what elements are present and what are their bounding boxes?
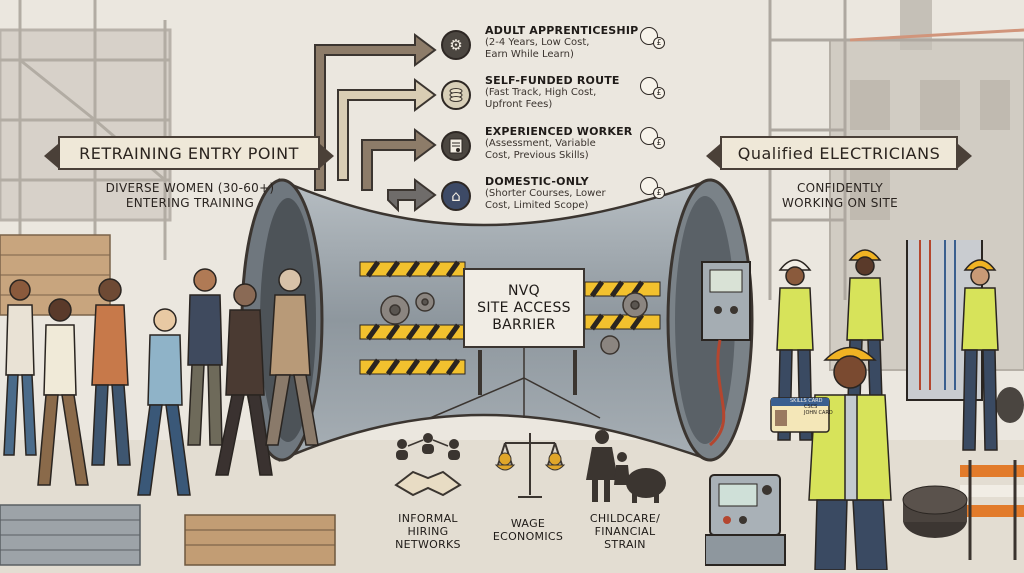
- pound-coin-icon: £: [653, 37, 665, 49]
- nvq-barrier-sign: NVQ SITE ACCESS BARRIER: [463, 268, 585, 348]
- route-description: (Shorter Courses, Lower Cost, Limited Sc…: [485, 188, 606, 211]
- barrier-connectors: [429, 348, 601, 419]
- childcare-piggybank-icon: [586, 430, 666, 503]
- electricians-group: [770, 240, 999, 570]
- test-equipment: [705, 474, 786, 566]
- women-trainees-group: [3, 268, 319, 496]
- id-card-line: SKILLS CARD: [790, 398, 823, 404]
- exit-subtitle-line: WORKING ON SITE: [782, 196, 898, 210]
- id-card-line: JOHN CARD: [804, 410, 833, 416]
- id-card: [770, 397, 830, 433]
- route-experienced-worker: EXPERIENCED WORKER (Assessment, Variable…: [485, 125, 650, 162]
- exit-subtitle: CONFIDENTLY WORKING ON SITE: [760, 181, 920, 211]
- route-title: DOMESTIC-ONLY: [485, 175, 589, 188]
- id-card-text: SKILLS CARD CSCS JOHN CARD: [790, 398, 840, 416]
- entry-subtitle-line: DIVERSE WOMEN (30-60+): [105, 181, 275, 195]
- route-title: EXPERIENCED WORKER: [485, 125, 633, 138]
- cable-reel: [902, 387, 1024, 538]
- route-description: (Fast Track, High Cost, Upfront Fees): [485, 87, 597, 110]
- entry-subtitle-line: ENTERING TRAINING: [125, 196, 255, 210]
- left-scaffolding: [0, 0, 172, 260]
- route-description: (2-4 Years, Low Cost, Earn While Learn): [485, 37, 590, 60]
- meter-panel: [701, 261, 751, 447]
- route-adult-apprenticeship: ADULT APPRENTICESHIP (2-4 Years, Low Cos…: [485, 24, 650, 61]
- sign-line: NVQ: [508, 282, 540, 299]
- coin-stack-icon: [441, 80, 471, 110]
- exit-subtitle-line: CONFIDENTLY: [796, 181, 884, 195]
- exit-banner-text: Qualified ELECTRICIANS: [737, 143, 941, 163]
- pound-coin-icon: £: [653, 187, 665, 199]
- exit-banner: Qualified ELECTRICIANS: [706, 136, 972, 170]
- road-barrier: [960, 460, 1024, 560]
- id-card-line: CSCS: [804, 404, 818, 410]
- house-icon: ⌂: [441, 181, 471, 211]
- barrier-label-wage-economics: WAGE ECONOMICS: [492, 517, 564, 543]
- gear-icon: ⚙: [441, 30, 471, 60]
- route-arrows: [314, 33, 437, 213]
- lumber-stack-left: [0, 234, 336, 566]
- sign-line: BARRIER: [492, 316, 556, 333]
- barrier-label-hiring-networks: INFORMAL HIRING NETWORKS: [395, 512, 461, 551]
- entry-banner: RETRAINING ENTRY POINT: [44, 136, 334, 170]
- gears-decoration: [380, 292, 648, 355]
- route-description: (Assessment, Variable Cost, Previous Ski…: [485, 138, 596, 161]
- route-title: SELF-FUNDED ROUTE: [485, 74, 620, 87]
- barrier-label-childcare: CHILDCARE/ FINANCIAL STRAIN: [589, 512, 661, 551]
- route-self-funded: SELF-FUNDED ROUTE (Fast Track, High Cost…: [485, 74, 650, 111]
- route-domestic-only: DOMESTIC-ONLY (Shorter Courses, Lower Co…: [485, 175, 650, 212]
- entry-banner-text: RETRAINING ENTRY POINT: [79, 143, 299, 163]
- pound-coin-icon: £: [653, 137, 665, 149]
- scales-icon: [494, 433, 566, 498]
- handshake-network-icon: [394, 433, 462, 497]
- certificate-icon: [441, 131, 471, 161]
- sign-line: SITE ACCESS: [477, 299, 571, 316]
- route-title: ADULT APPRENTICESHIP: [485, 24, 639, 37]
- pound-coin-icon: £: [653, 87, 665, 99]
- entry-subtitle: DIVERSE WOMEN (30-60+) ENTERING TRAINING: [80, 181, 300, 211]
